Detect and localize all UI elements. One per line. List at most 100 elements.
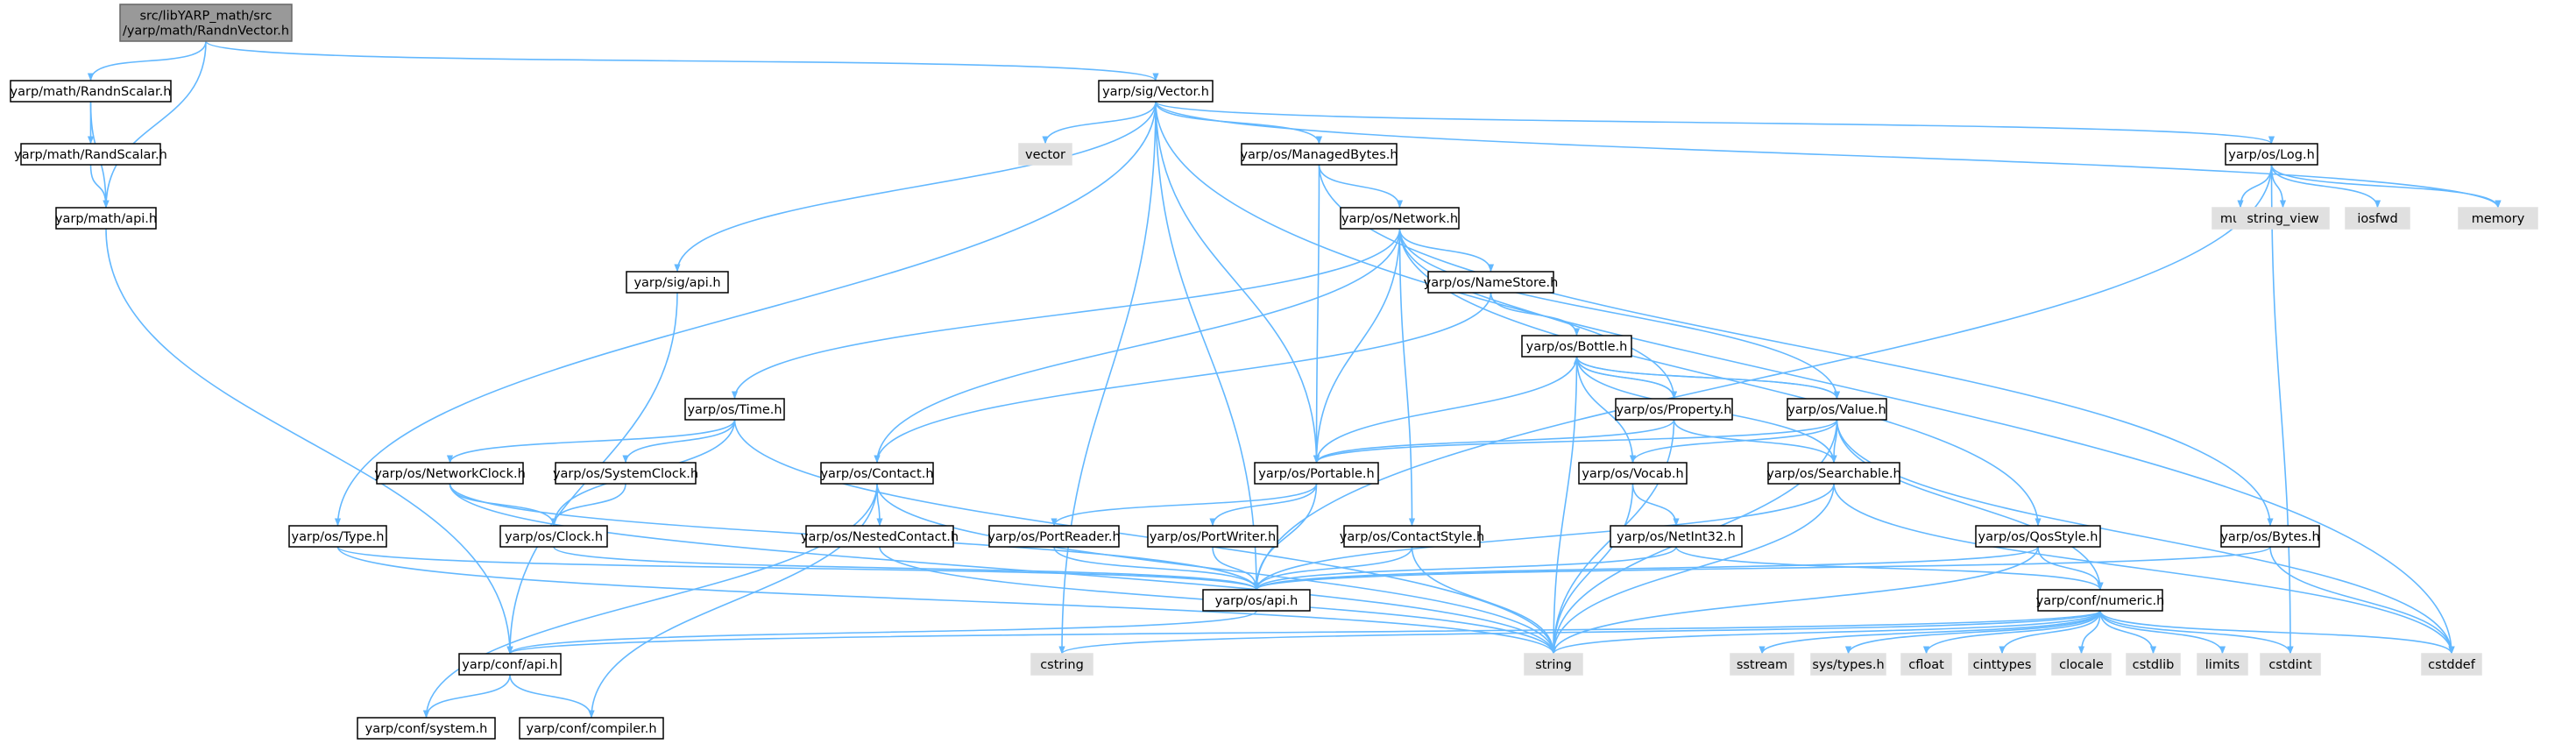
edge-root-to-randnscalar	[87, 40, 207, 81]
edge-contact-to-confsystem	[422, 483, 878, 719]
edge-value-to-cstddef	[1836, 419, 2455, 655]
node-cinttypes: cinttypes	[1968, 653, 2036, 676]
edge-randscalar-to-mathapi	[89, 164, 110, 209]
node-box	[988, 525, 1120, 548]
edge-network-to-contactstyle	[1398, 228, 1416, 527]
edge-netint32-to-osapi	[1253, 546, 1677, 591]
node-box	[499, 525, 608, 548]
node-label: string_view	[2247, 212, 2318, 226]
node-label: cstddef	[2428, 658, 2476, 672]
edge-contactstyle-to-osapi	[1253, 546, 1413, 591]
node-yarp-sig-vector-h[interactable]: yarp/sig/Vector.h	[1098, 80, 1214, 103]
node-box	[1254, 462, 1379, 485]
edge-portable-to-portwriter	[1209, 483, 1318, 527]
edge-numeric-to-limits	[2099, 610, 2226, 655]
node-yarp-os-netint32-h[interactable]: yarp/os/NetInt32.h	[1610, 525, 1743, 548]
edge-managedbytes-to-network	[1318, 164, 1404, 209]
edge-systemclock-to-clock	[550, 483, 626, 527]
edge-property-to-portable	[1313, 419, 1675, 464]
node-label: yarp/sig/Vector.h	[1102, 85, 1209, 99]
edge-qosstyle-to-osapi	[1253, 546, 2039, 591]
edge-mathapi-to-confapi	[105, 228, 513, 655]
node-label: yarp/math/RandnScalar.h	[11, 85, 172, 99]
node-yarp-os-network-h[interactable]: yarp/os/Network.h	[1340, 207, 1460, 230]
node-yarp-os-type-h[interactable]: yarp/os/Type.h	[288, 525, 387, 548]
node-yarp-conf-compiler-h[interactable]: yarp/conf/compiler.h	[519, 717, 664, 740]
node-label: yarp/os/Vocab.h	[1582, 467, 1683, 481]
node-yarp-os-bottle-h[interactable]: yarp/os/Bottle.h	[1521, 335, 1632, 358]
node-label: yarp/os/Bytes.h	[2220, 530, 2319, 544]
node-label: limits	[2205, 658, 2240, 672]
node-label: cstring	[1040, 658, 1084, 672]
node-iosfwd: iosfwd	[2345, 207, 2410, 230]
node-box	[1147, 525, 1278, 548]
node-box	[1340, 207, 1460, 230]
edge-value-to-bottle	[1573, 356, 1838, 400]
node-yarp-os-qosstyle-h[interactable]: yarp/os/QosStyle.h	[1975, 525, 2101, 548]
node-yarp-os-time-h[interactable]: yarp/os/Time.h	[684, 398, 785, 421]
node-label: yarp/os/Searchable.h	[1766, 467, 1900, 481]
node-box	[2197, 653, 2248, 676]
edge-numeric-to-cstddef	[2099, 610, 2455, 655]
node-yarp-os-namestore-h[interactable]: yarp/os/NameStore.h	[1424, 271, 1559, 294]
edge-network-to-time	[731, 228, 1401, 400]
node-box	[2220, 525, 2320, 548]
node-yarp-os-portreader-h[interactable]: yarp/os/PortReader.h	[987, 525, 1121, 548]
edges-layer	[87, 40, 2502, 719]
node-label: cinttypes	[1973, 658, 2032, 672]
edge-confapi-to-confcompiler	[509, 674, 595, 719]
node-string: string	[1524, 653, 1583, 676]
node-yarp-conf-system-h[interactable]: yarp/conf/system.h	[357, 717, 496, 740]
node-yarp-os-contact-h[interactable]: yarp/os/Contact.h	[820, 462, 934, 485]
node-yarp-os-networkclock-h[interactable]: yarp/os/NetworkClock.h	[374, 462, 526, 485]
node-cstring: cstring	[1030, 653, 1093, 676]
node-yarp-sig-api-h[interactable]: yarp/sig/api.h	[626, 271, 729, 294]
node-yarp-math-randscalar-h[interactable]: yarp/math/RandScalar.h	[14, 143, 167, 166]
node-yarp-os-portable-h[interactable]: yarp/os/Portable.h	[1254, 462, 1379, 485]
edge-vector_h-to-osapi	[1155, 101, 1260, 591]
node-box	[1730, 653, 1794, 676]
node-yarp-os-api-h[interactable]: yarp/os/api.h	[1202, 589, 1311, 612]
node-yarp-math-randnscalar-h[interactable]: yarp/math/RandnScalar.h	[10, 80, 172, 103]
edge-vector_h-to-log	[1155, 101, 2275, 145]
node-label: yarp/conf/compiler.h	[526, 722, 656, 736]
nodes-layer: src/libYARP_math/src/yarp/math/RandnVect…	[10, 4, 2538, 740]
node-yarp-os-searchable-h[interactable]: yarp/os/Searchable.h	[1766, 462, 1901, 485]
node-yarp-os-bytes-h[interactable]: yarp/os/Bytes.h	[2220, 525, 2320, 548]
node-yarp-os-value-h[interactable]: yarp/os/Value.h	[1787, 398, 1887, 421]
edge-vector_h-to-portable	[1155, 101, 1320, 464]
node-vector: vector	[1018, 143, 1072, 166]
node-yarp-os-managedbytes-h[interactable]: yarp/os/ManagedBytes.h	[1240, 143, 1398, 166]
node-yarp-os-vocab-h[interactable]: yarp/os/Vocab.h	[1578, 462, 1688, 485]
edge-log-to-cstdint	[2270, 164, 2294, 655]
node-box	[1241, 143, 1398, 166]
edge-bottle-to-vocab	[1575, 356, 1637, 464]
node-src-libyarp-math-src-yarp-math-randnvector-h[interactable]: src/libYARP_math/src/yarp/math/RandnVect…	[119, 4, 293, 42]
node-yarp-os-property-h[interactable]: yarp/os/Property.h	[1615, 398, 1733, 421]
node-yarp-os-contactstyle-h[interactable]: yarp/os/ContactStyle.h	[1340, 525, 1484, 548]
node-yarp-os-portwriter-h[interactable]: yarp/os/PortWriter.h	[1147, 525, 1278, 548]
node-yarp-conf-api-h[interactable]: yarp/conf/api.h	[458, 653, 562, 676]
node-yarp-os-systemclock-h[interactable]: yarp/os/SystemClock.h	[553, 462, 698, 485]
edge-network-to-namestore	[1398, 228, 1495, 273]
edge-netint32-to-numeric	[1675, 546, 2104, 591]
node-yarp-math-api-h[interactable]: yarp/math/api.h	[55, 207, 157, 230]
node-yarp-os-nestedcontact-h[interactable]: yarp/os/NestedContact.h	[801, 525, 959, 548]
node-label: yarp/os/Property.h	[1617, 403, 1732, 417]
node-string-view: string_view	[2236, 207, 2330, 230]
node-label: yarp/os/Network.h	[1341, 212, 1458, 226]
node-label: yarp/os/Clock.h	[505, 530, 603, 544]
node-label: yarp/os/NameStore.h	[1424, 276, 1559, 290]
node-label: /yarp/math/RandnVector.h	[123, 25, 289, 39]
node-yarp-conf-numeric-h[interactable]: yarp/conf/numeric.h	[2036, 589, 2165, 612]
edge-managedbytes-to-portable	[1313, 164, 1320, 464]
node-yarp-os-clock-h[interactable]: yarp/os/Clock.h	[499, 525, 608, 548]
node-sstream: sstream	[1730, 653, 1794, 676]
node-label: clocale	[2059, 658, 2104, 672]
node-label: yarp/os/Time.h	[687, 403, 782, 417]
edge-bytes-to-cstddef	[2269, 546, 2455, 655]
node-box	[20, 143, 161, 166]
node-box	[820, 462, 934, 485]
node-yarp-os-log-h[interactable]: yarp/os/Log.h	[2225, 143, 2318, 166]
edge-namestore-to-bottle	[1490, 292, 1581, 337]
